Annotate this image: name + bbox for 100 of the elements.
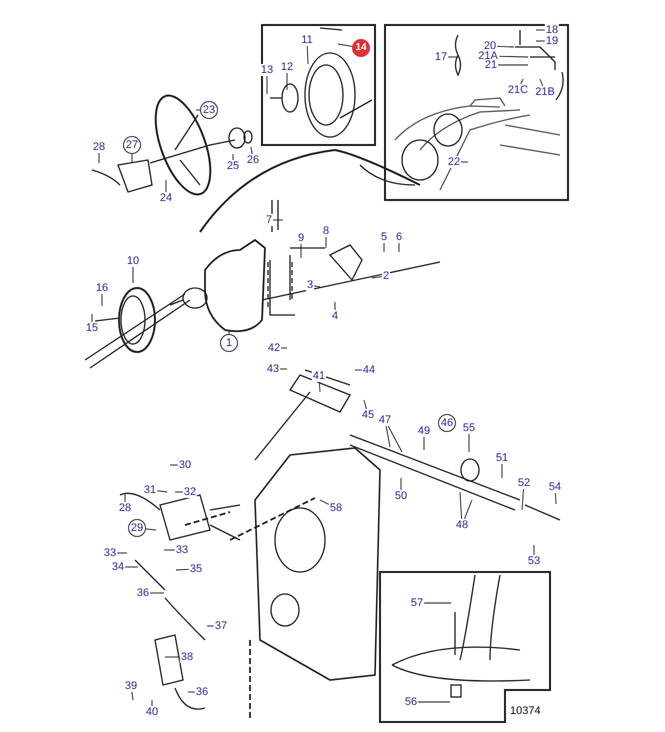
callout-number: 19	[544, 35, 560, 47]
callout-number: 54	[548, 481, 562, 493]
leader-line	[98, 152, 100, 164]
callout-number: 38	[180, 651, 194, 663]
callout-number: 27	[123, 136, 141, 154]
callout-number: 42	[266, 342, 282, 354]
leader-line	[386, 426, 390, 448]
leader-line	[170, 464, 178, 466]
callout-number: 47	[378, 414, 392, 426]
drawing-number: 10374	[510, 705, 541, 717]
callout-number: 21C	[506, 84, 530, 96]
callout-number: 55	[462, 422, 476, 434]
callout-number: 13	[260, 64, 274, 76]
leader-line	[280, 368, 288, 370]
callout-number: 3	[306, 279, 314, 291]
leader-line	[176, 568, 190, 570]
callout-number: 18	[544, 24, 560, 36]
callout-number: 32	[182, 486, 198, 498]
callout-number: 24	[158, 192, 174, 204]
leader-line	[554, 492, 556, 504]
leader-line	[131, 692, 134, 700]
callout-number: 43	[266, 363, 280, 375]
leader-line	[228, 330, 230, 334]
callout-number: 48	[454, 519, 470, 531]
leader-line	[146, 528, 156, 530]
leader-line	[536, 40, 546, 42]
leader-line	[334, 302, 336, 310]
callout-number: 11	[300, 34, 314, 46]
leader-line	[266, 76, 268, 94]
callout-number: 17	[434, 51, 448, 63]
callout-number: 41	[312, 370, 326, 382]
callout-number: 5	[380, 231, 388, 243]
leader-line	[156, 490, 168, 492]
leader-line	[498, 56, 528, 58]
callout-number: 51	[494, 452, 510, 464]
leader-line	[496, 46, 514, 48]
leader-line	[164, 656, 180, 658]
callout-number: 31	[142, 484, 158, 496]
callout-number: 21B	[534, 86, 556, 98]
callout-number: 44	[362, 364, 376, 376]
callout-number: 30	[178, 459, 192, 471]
leader-line	[364, 400, 367, 410]
callout-number: 33	[102, 547, 118, 559]
callout-number: 40	[144, 706, 160, 718]
callout-number: 9	[296, 232, 306, 244]
callout-number: 10	[126, 255, 140, 267]
callout-number: 1	[220, 334, 238, 352]
leader-line	[464, 500, 472, 520]
callout-number: 46	[438, 414, 456, 432]
leader-line	[250, 146, 253, 154]
callout-number: 58	[328, 502, 344, 514]
leader-line	[150, 592, 164, 594]
callout-number: 36	[194, 686, 210, 698]
callout-number: 56	[404, 696, 418, 708]
callout-number: 35	[188, 563, 204, 575]
callout-number: 14	[352, 39, 370, 57]
callout-number: 50	[394, 490, 408, 502]
leader-line	[124, 566, 138, 568]
leader-line	[286, 72, 288, 90]
leader-line	[400, 478, 402, 490]
callout-number: 22	[446, 156, 462, 168]
leader-line	[540, 78, 544, 86]
callout-number: 39	[124, 680, 138, 692]
callout-number: 21	[484, 59, 498, 71]
leader-line	[318, 382, 320, 392]
leader-line	[338, 44, 353, 47]
callout-number: 37	[214, 620, 228, 632]
leader-line	[388, 426, 402, 452]
leader-line	[498, 64, 528, 66]
callout-number: 4	[330, 310, 340, 322]
leader-line	[232, 154, 234, 160]
leader-line	[522, 488, 524, 510]
leader-line	[314, 285, 320, 288]
leader-line	[132, 266, 134, 284]
leader-line	[398, 242, 400, 252]
callout-number: 7	[264, 214, 274, 226]
leader-line	[306, 46, 308, 64]
leader-line	[424, 602, 452, 604]
callout-number: 2	[382, 270, 390, 282]
callout-number: 33	[174, 544, 190, 556]
callout-number: 34	[110, 561, 126, 573]
leader-line	[372, 276, 382, 278]
leader-line	[460, 492, 462, 520]
callout-number: 28	[92, 141, 106, 153]
leader-line	[468, 434, 470, 452]
callout-number: 52	[516, 477, 532, 489]
callout-number: 45	[360, 409, 376, 421]
callout-number: 28	[118, 502, 132, 514]
callout-number: 49	[416, 425, 432, 437]
leader-line	[320, 500, 330, 505]
callout-number: 6	[394, 231, 404, 243]
leader-line	[116, 552, 128, 554]
callout-number: 25	[226, 160, 240, 172]
callout-number: 26	[246, 154, 260, 166]
leader-line	[448, 56, 458, 58]
leader-line	[300, 244, 302, 258]
callout-number: 57	[410, 597, 424, 609]
callout-number: 8	[322, 225, 330, 237]
callout-number: 16	[94, 282, 110, 294]
leader-line	[124, 494, 126, 502]
